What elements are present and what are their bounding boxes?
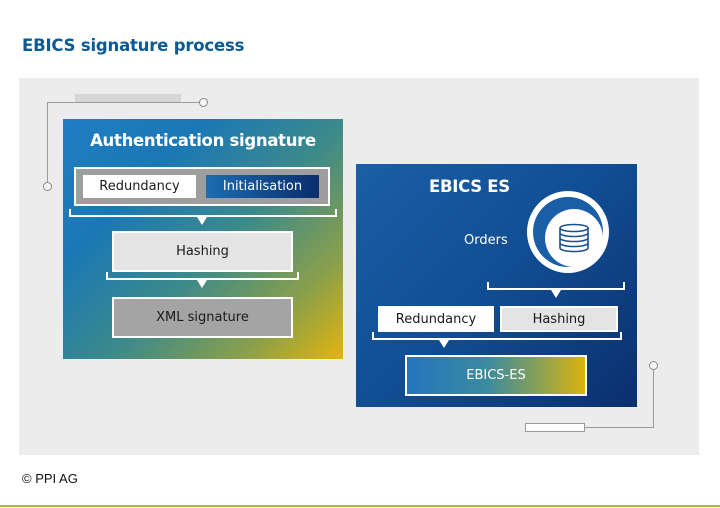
input-frame: Redundancy Initialisation [74, 167, 330, 206]
ebics-es-result-box: EBICS-ES [405, 355, 587, 396]
connector-line [48, 102, 200, 104]
connector-line [653, 369, 655, 428]
page-title: EBICS signature process [22, 36, 245, 55]
hashing-box: Hashing [112, 231, 293, 272]
connector-node [649, 361, 658, 370]
panel-title: Authentication signature [90, 131, 316, 150]
flow-arrow-icon [439, 340, 449, 348]
connector-node [43, 182, 52, 191]
orders-badge [527, 191, 609, 273]
connector-node [199, 98, 208, 107]
ebics-es-panel: EBICS ES Orders Redundancy Hashing EBICS [356, 164, 637, 407]
flow-arrow-icon [197, 217, 207, 225]
database-icon [559, 223, 589, 253]
hashing-box: Hashing [500, 306, 618, 332]
merge-bracket [69, 209, 337, 217]
xml-signature-box: XML signature [112, 297, 293, 338]
authentication-signature-panel: Authentication signature Redundancy Init… [63, 119, 343, 359]
merge-bracket [106, 272, 299, 280]
copyright: © PPI AG [22, 471, 78, 486]
bottom-rule [0, 505, 720, 507]
redundancy-box: Redundancy [378, 306, 494, 332]
flow-arrow-icon [197, 280, 207, 288]
merge-bracket [372, 332, 622, 340]
connector-tab-bottom [525, 423, 585, 432]
connector-line [584, 427, 654, 429]
panel-title: EBICS ES [429, 177, 510, 196]
orders-label: Orders [464, 233, 508, 248]
connector-line [47, 102, 49, 182]
flow-arrow-icon [551, 290, 561, 298]
merge-bracket [487, 282, 625, 290]
connector-tab-top [75, 94, 181, 102]
redundancy-box: Redundancy [83, 175, 196, 198]
initialisation-box: Initialisation [206, 175, 319, 198]
